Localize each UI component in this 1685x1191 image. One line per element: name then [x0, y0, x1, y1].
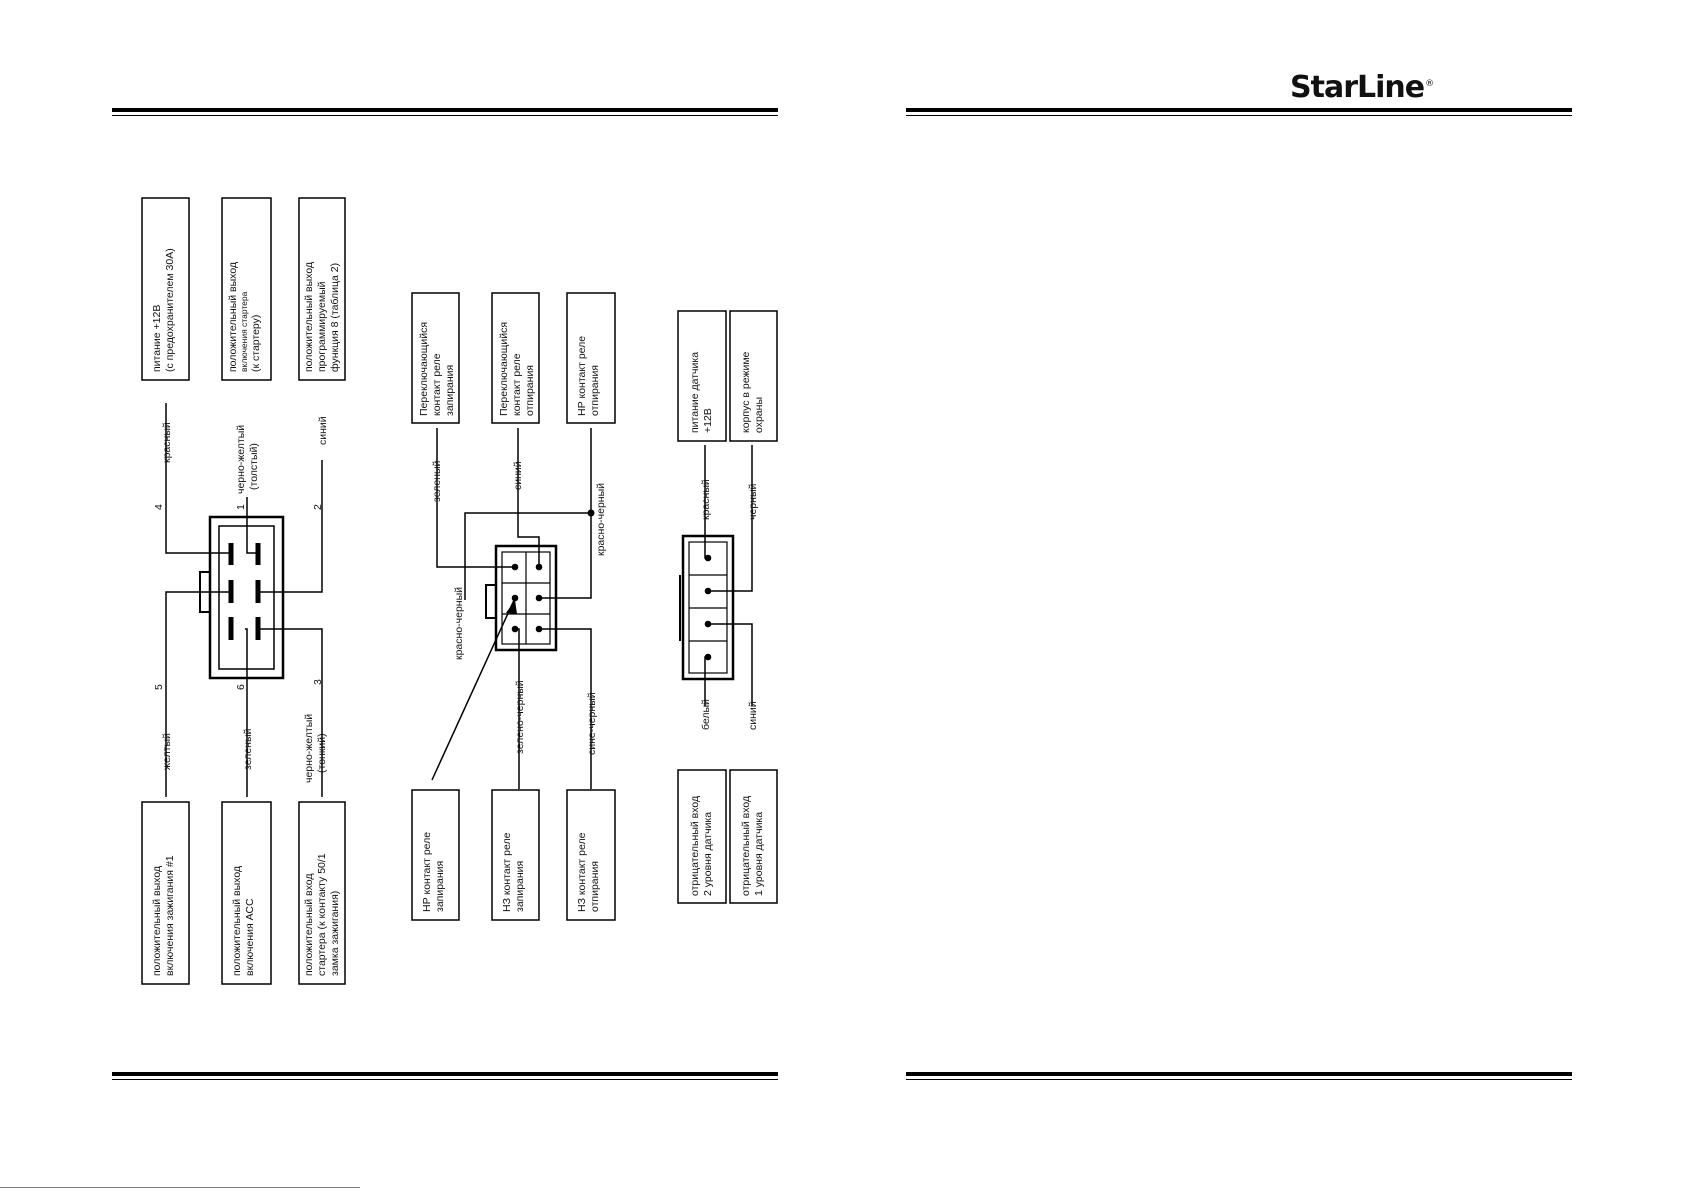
pin-number-5: 5 [153, 684, 165, 690]
box-c2-no-lock-text: НР контакт релезапирания [421, 832, 446, 912]
box-c2-no-lock [411, 789, 460, 921]
wire-c3-black-label: черный [747, 484, 759, 520]
connector-3-housing [679, 534, 735, 681]
wire-c1-blue-label: синий [317, 416, 329, 445]
box-c3-sensor-power [677, 310, 727, 442]
footer-rule-left [112, 1072, 778, 1076]
wire-c2-red-black-left-label: красно-черный [453, 587, 465, 660]
header-rule-left-thin [112, 115, 778, 116]
box-c3-sensor-power-text: питание датчика+12В [689, 352, 714, 433]
box-c3-ground-armed [729, 310, 778, 442]
wire-c1-yellow-label: желтый [161, 733, 173, 770]
box-c1-power-text: питание +12В(с предохранителем 30А) [151, 248, 176, 372]
pin-number-6: 6 [235, 684, 247, 690]
logo-text: StarLine [1290, 70, 1425, 105]
footer-rule-right-thin [906, 1079, 1572, 1080]
connector-3-wires [704, 445, 753, 706]
pin-number-3: 3 [312, 679, 324, 685]
box-c1-prog-out [298, 197, 346, 381]
connector-1-housing [199, 515, 285, 680]
box-c2-nc-unlock [566, 789, 616, 921]
header-rule-right [906, 108, 1572, 112]
connector-2-wires [431, 428, 592, 789]
connector-1-pins [228, 543, 261, 640]
box-c2-no-unlock-text: НР контакт релеотпирания [576, 336, 601, 416]
wire-c2-green-label: зеленый [431, 461, 443, 502]
box-c3-ground-armed-text: корпус в режимеохраны [740, 351, 765, 433]
arrow-head [506, 600, 517, 614]
header-rule-right-thin [906, 115, 1572, 116]
scan-edge-line [0, 1187, 360, 1188]
box-c1-prog-out-text: положительный выходпрограммируемыйфункци… [303, 262, 341, 372]
box-c2-nc-unlock-text: НЗ контакт релеотпирания [576, 832, 601, 912]
box-c2-lock-changeover-text: Переключающийсяконтакт релезапирания [418, 322, 456, 416]
header-rule-left [112, 108, 778, 112]
connector-1-wires [165, 403, 323, 797]
wire-c2-blue-black-label: сине-черный [586, 692, 598, 755]
wire-c2-green-black-label: зелено-черный [514, 680, 526, 754]
pin-number-4: 4 [153, 504, 165, 510]
wire-c2-red-black-right-label: красно-черный [595, 483, 607, 556]
box-c1-acc-out-text: положительный выходвключения АСС [231, 866, 256, 976]
box-c1-power [141, 197, 190, 381]
logo-registered-mark: ® [1425, 79, 1434, 89]
pin-number-2: 2 [312, 504, 324, 510]
wire-c2-blue-label: синий [512, 461, 524, 490]
box-c2-unlock-changeover [491, 292, 540, 424]
box-c1-starter-in-text: положительный входстартера (к контакту 5… [303, 853, 341, 976]
box-c2-lock-changeover [411, 292, 460, 424]
box-c2-unlock-changeover-text: Переключающийсяконтакт релеотпирания [498, 322, 536, 416]
footer-rule-left-thin [112, 1079, 778, 1080]
box-c3-level2-input-text: отрицательный вход2 уровня датчика [689, 796, 714, 896]
footer-rule-right [906, 1072, 1572, 1076]
wire-c1-black-yellow-label: черно-желтый(толстый) [235, 425, 260, 494]
wire-c1-black-yellow-thin-label: черно-желтый(тонкий) [303, 714, 328, 783]
wire-c1-green-label: зеленый [242, 729, 254, 770]
box-c2-no-unlock [566, 292, 616, 424]
wire-c1-red-label: красный [161, 422, 173, 463]
box-c1-starter-out-text: положительный выходвключения стартера(к … [227, 262, 262, 372]
box-c2-nc-lock-text: НЗ контакт релезапирания [501, 832, 526, 912]
box-c1-ignition-out [141, 801, 190, 985]
pin-number-1: 1 [235, 504, 247, 510]
box-c1-starter-out [221, 197, 272, 381]
box-c1-ignition-out-text: положительный выходвключения зажигания #… [151, 855, 176, 976]
wire-c3-red-label: красный [700, 479, 712, 520]
box-c3-level2-input [677, 769, 727, 904]
box-c3-level1-input [729, 769, 778, 904]
wire-c3-blue-label: синий [747, 701, 759, 730]
box-c1-starter-in [298, 801, 346, 985]
wire-c3-white-label: белый [700, 699, 712, 730]
box-c3-level1-input-text: отрицательный вход1 уровня датчика [740, 796, 765, 896]
starline-logo: StarLine® [1290, 70, 1434, 105]
box-c1-acc-out [221, 801, 272, 985]
box-c2-nc-lock [491, 789, 540, 921]
